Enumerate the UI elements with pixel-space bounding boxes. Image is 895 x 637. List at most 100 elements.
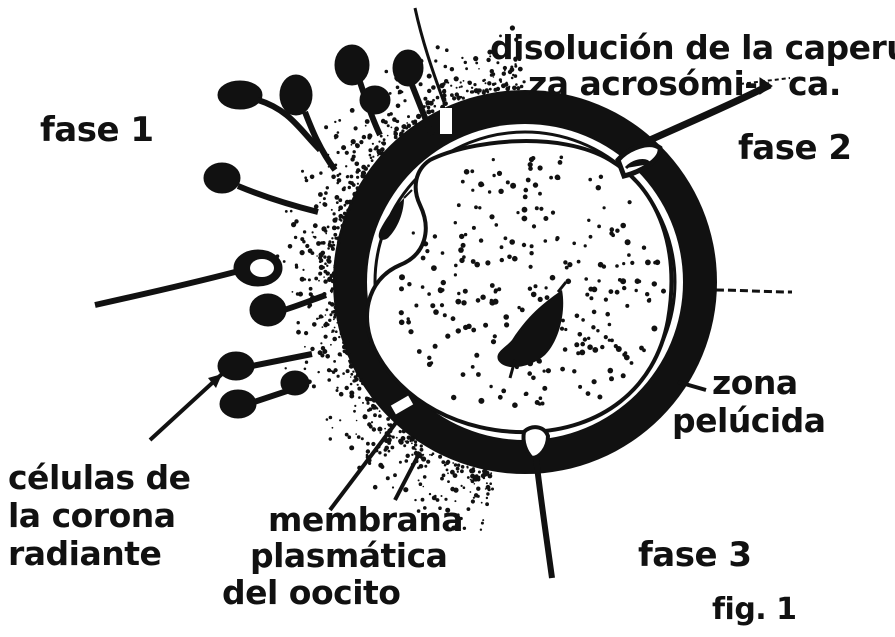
corona-speck: [442, 89, 446, 93]
corona-speck: [453, 488, 458, 493]
corona-speck: [489, 482, 492, 485]
granule-dot: [500, 258, 504, 262]
corona-speck: [314, 277, 318, 281]
corona-speck: [319, 202, 321, 204]
granule-dot: [587, 219, 590, 222]
corona-speck: [292, 291, 294, 293]
corona-speck: [423, 475, 427, 479]
corona-speck: [325, 314, 327, 316]
granule-dot: [621, 373, 626, 378]
corona-speck: [356, 371, 358, 373]
corona-speck: [351, 144, 353, 146]
corona-speck: [462, 97, 464, 99]
granule-dot: [522, 216, 528, 222]
corona-speck: [361, 382, 365, 386]
corona-speck: [336, 322, 338, 324]
corona-speck: [354, 126, 358, 130]
corona-speck: [490, 69, 494, 73]
corona-speck: [300, 250, 305, 255]
corona-speck: [483, 79, 486, 82]
granule-dot: [592, 379, 597, 384]
corona-speck: [419, 465, 421, 467]
corona-speck: [485, 502, 489, 506]
corona-speck: [336, 389, 339, 392]
granule-dot: [608, 339, 611, 342]
corona-speck: [365, 119, 370, 124]
corona-speck: [330, 302, 334, 306]
corona-speck: [431, 454, 433, 456]
granule-dot: [485, 260, 490, 265]
corona-speck: [331, 292, 333, 294]
corona-speck: [324, 191, 328, 195]
corona-speck: [335, 233, 337, 235]
corona-speck: [504, 82, 508, 86]
corona-speck: [483, 472, 488, 477]
corona-speck: [427, 74, 432, 79]
corona-speck: [349, 445, 354, 450]
granule-dot: [454, 273, 457, 276]
corona-speck: [500, 81, 502, 83]
granule-dot: [471, 365, 475, 369]
corona-speck: [424, 465, 427, 468]
label-disolucion-2: za acrosómi-: [528, 66, 757, 102]
label-zona-1: zona: [712, 365, 798, 401]
corona-speck: [342, 341, 346, 345]
granule-dot: [512, 256, 518, 262]
granule-dot: [399, 320, 405, 326]
granule-dot: [527, 371, 532, 376]
corona-speck: [457, 471, 459, 473]
corona-speck: [489, 88, 492, 91]
granule-dot: [474, 205, 478, 209]
corona-speck: [373, 413, 377, 417]
corona-speck: [322, 326, 324, 328]
corona-speck: [323, 279, 327, 283]
corona-speck: [406, 440, 410, 444]
granule-dot: [615, 290, 620, 295]
corona-speck: [445, 48, 449, 52]
corona-speck: [371, 442, 375, 446]
granule-dot: [534, 284, 538, 288]
corona-speck: [471, 87, 473, 89]
granule-dot: [427, 356, 431, 360]
corona-speck: [398, 439, 403, 444]
corona-speck: [350, 108, 355, 113]
corona-speck: [346, 208, 350, 212]
corona-speck: [309, 287, 313, 291]
granule-dot: [592, 310, 597, 315]
label-disolucion-3: ca.: [788, 66, 841, 102]
granule-dot: [555, 236, 559, 240]
corona-speck: [326, 418, 329, 421]
granule-dot: [583, 337, 587, 341]
granule-dot: [589, 235, 593, 239]
granule-dot: [530, 244, 534, 248]
granule-dot: [638, 280, 642, 284]
corona-speck: [314, 236, 317, 239]
granule-dot: [440, 303, 444, 307]
granule-dot: [497, 171, 502, 176]
granule-dot: [528, 287, 532, 291]
corona-speck: [318, 350, 323, 355]
granule-dot: [421, 285, 425, 289]
corona-speck: [345, 386, 349, 390]
granule-dot: [652, 281, 657, 286]
corona-speck: [353, 150, 356, 153]
corona-speck: [387, 124, 390, 127]
corona-speck: [335, 217, 338, 220]
corona-speck: [340, 355, 342, 357]
corona-speck: [333, 319, 335, 321]
corona-speck: [419, 482, 423, 486]
granule-dot: [542, 386, 547, 391]
granule-dot: [457, 292, 460, 295]
corona-speck: [333, 271, 336, 274]
granule-dot: [627, 253, 631, 257]
corona-speck: [396, 437, 398, 439]
corona-speck: [461, 465, 465, 469]
granule-dot: [545, 295, 550, 300]
corona-speck: [325, 354, 330, 359]
granule-dot: [645, 292, 649, 296]
corona-speck: [411, 120, 414, 123]
corona-speck: [456, 467, 460, 471]
corona-speck: [406, 454, 410, 458]
corona-speck: [457, 464, 460, 467]
corona-speck: [442, 474, 446, 478]
